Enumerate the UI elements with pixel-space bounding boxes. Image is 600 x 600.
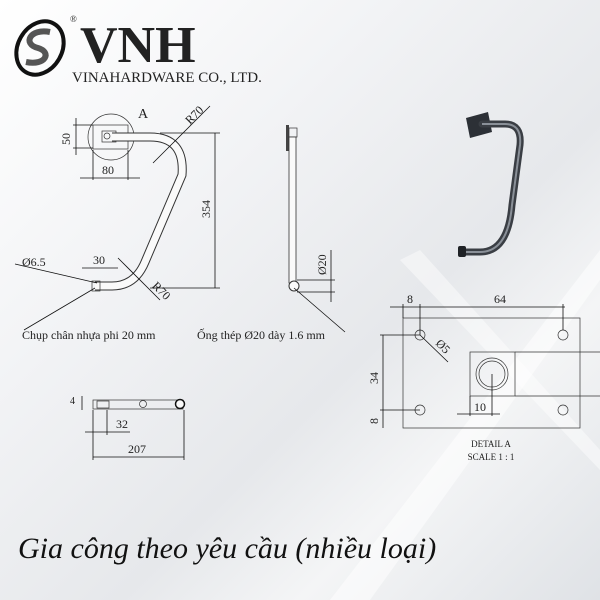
dim-detail-hole: Ø5	[433, 336, 453, 356]
dim-tube: Ø20	[315, 254, 329, 275]
registered-mark: ®	[70, 14, 77, 24]
background-streak	[330, 250, 600, 600]
logo-brand: VNH	[80, 17, 196, 74]
boss-hole	[103, 132, 111, 140]
dim-radius-top: R70	[182, 103, 206, 127]
logo-company: VINAHARDWARE CO., LTD.	[72, 70, 262, 86]
dim-center: 10	[474, 400, 486, 414]
dim-height: 354	[199, 200, 213, 218]
render-tube	[460, 120, 524, 256]
dim-vertical: 34	[367, 372, 381, 384]
radius-leader	[152, 105, 211, 164]
detail-scale: SCALE 1 : 1	[468, 452, 515, 462]
detail-title: DETAIL A	[471, 439, 511, 449]
top-tube	[92, 399, 184, 410]
note-tube: Ống thép Ø20 dày 1.6 mm	[197, 327, 326, 342]
logo-s-icon	[25, 28, 51, 66]
3d-render	[458, 112, 524, 257]
render-foot-cap	[458, 246, 466, 257]
top-view: 4 32 207	[70, 396, 186, 460]
dim-thickness: 4	[70, 396, 75, 407]
side-tube-end	[288, 280, 300, 292]
dim-plate-width: 80	[102, 163, 114, 177]
detail-boss	[469, 351, 516, 397]
dim-bottom-edge: 8	[367, 418, 381, 424]
side-plate	[286, 125, 289, 151]
side-boss	[288, 127, 298, 138]
dim-edge: 8	[407, 292, 413, 306]
detail-marker: A	[138, 107, 149, 122]
tube-leader	[293, 287, 346, 333]
front-view: A R70 R70 354 50 80 Ø6.5 30 Chụp chân nh…	[14, 103, 220, 342]
logo: ® VNH VINAHARDWARE CO., LTD.	[14, 14, 262, 86]
detail-plate	[402, 317, 581, 429]
caption: Gia công theo yêu cầu (nhiều loại)	[18, 532, 437, 565]
dim-plate-height: 50	[59, 133, 73, 145]
dim-radius-bottom: R70	[149, 279, 173, 303]
dim-hole: Ø6.5	[22, 255, 46, 269]
detail-a: 8 64 Ø5 34 8 10 DETAIL A SCALE 1 : 1	[367, 292, 600, 462]
logo-emblem-icon	[14, 19, 66, 77]
foot-cap	[91, 280, 101, 292]
radius-leader	[117, 257, 161, 301]
cap-leader	[23, 287, 96, 331]
hole-leader	[14, 263, 98, 284]
dim-foot: 30	[93, 253, 105, 267]
tube-body	[95, 133, 186, 290]
dim-length: 207	[128, 442, 146, 456]
side-view: Ø20 Ống thép Ø20 dày 1.6 mm	[197, 125, 346, 342]
render-tube-highlight	[464, 123, 522, 253]
side-tube	[288, 136, 297, 284]
hole	[557, 404, 569, 416]
dim-span: 64	[494, 292, 506, 306]
note-cap: Chụp chân nhựa phi 20 mm	[22, 328, 156, 342]
dim-offset: 32	[116, 417, 128, 431]
